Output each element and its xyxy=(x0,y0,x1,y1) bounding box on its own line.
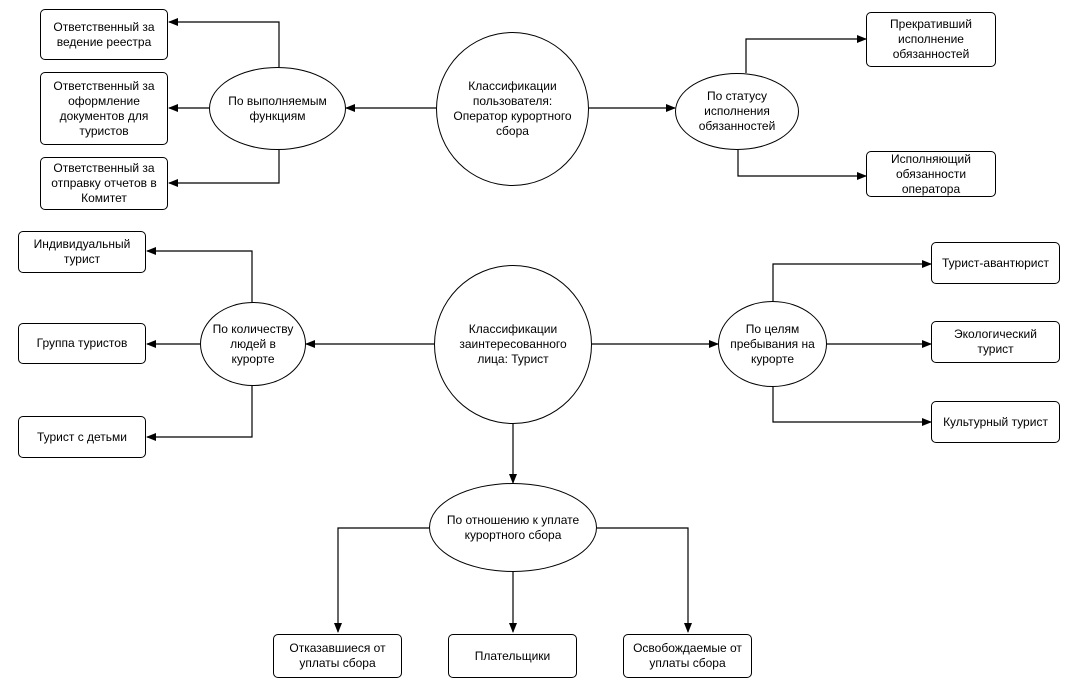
node-payment-item-3-label: Освобождаемые от уплаты сбора xyxy=(633,641,742,670)
node-count-item-1: Индивидуальный турист xyxy=(18,231,146,273)
connector-count-to-item-1 xyxy=(146,247,253,302)
node-status-item-2: Исполняющий обязанности оператора xyxy=(866,151,996,197)
node-purpose-item-1: Турист-авантюрист xyxy=(931,242,1060,284)
node-tourist-center: Классификации заинтересованного лица: Ту… xyxy=(434,265,592,424)
node-count-item-1-label: Индивидуальный турист xyxy=(33,237,131,266)
node-functions-item-1-label: Ответственный за ведение реестра xyxy=(53,19,155,49)
node-by-functions-label: По выполняемым функциям xyxy=(228,93,327,123)
node-by-purpose-label: По целям пребывания на курорте xyxy=(730,321,815,366)
node-status-item-2-label: Исполняющий обязанности оператора xyxy=(891,151,971,196)
node-count-item-3: Турист с детьми xyxy=(18,416,146,458)
node-by-count-label: По количеству людей в курорте xyxy=(212,321,294,366)
node-tourist-center-label: Классификации заинтересованного лица: Ту… xyxy=(459,322,567,366)
node-by-purpose: По целям пребывания на курорте xyxy=(718,301,827,387)
node-operator-center: Классификации пользователя: Оператор кур… xyxy=(436,32,589,186)
node-purpose-item-3: Культурный турист xyxy=(931,401,1060,443)
node-operator-center-label: Классификации пользователя: Оператор кур… xyxy=(453,79,572,138)
node-by-functions: По выполняемым функциям xyxy=(209,67,346,150)
node-payment-item-2-label: Плательщики xyxy=(474,648,551,663)
node-purpose-item-3-label: Культурный турист xyxy=(943,414,1048,429)
node-count-item-2: Группа туристов xyxy=(18,323,146,364)
node-by-status: По статусу исполнения обязанностей xyxy=(675,73,799,150)
node-functions-item-2: Ответственный за оформление документов д… xyxy=(40,72,168,145)
connector-functions-to-item-1 xyxy=(168,18,280,67)
node-functions-item-2-label: Ответственный за оформление документов д… xyxy=(53,78,155,138)
node-purpose-item-2: Экологический турист xyxy=(931,321,1060,363)
node-functions-item-3-label: Ответственный за отправку отчетов в Коми… xyxy=(51,161,157,205)
node-count-item-3-label: Турист с детьми xyxy=(36,429,128,444)
connector-payment-to-item-3 xyxy=(597,527,692,633)
connector-purpose-to-item-1 xyxy=(772,260,932,301)
node-payment-item-1: Отказавшиеся от уплаты сбора xyxy=(273,634,402,678)
node-by-count: По количеству людей в курорте xyxy=(200,302,306,386)
node-functions-item-3: Ответственный за отправку отчетов в Коми… xyxy=(40,157,168,210)
node-purpose-item-1-label: Турист-авантюрист xyxy=(942,255,1049,270)
node-status-item-1: Прекративший исполнение обязанностей xyxy=(866,12,996,67)
node-purpose-item-2-label: Экологический турист xyxy=(954,327,1037,356)
connector-purpose-to-item-3 xyxy=(772,387,932,426)
node-payment-item-2: Плательщики xyxy=(448,634,577,678)
node-by-payment: По отношению к уплате курортного сбора xyxy=(429,483,597,572)
connector-count-to-item-3 xyxy=(146,386,253,441)
node-functions-item-1: Ответственный за ведение реестра xyxy=(40,9,168,60)
connector-payment-to-item-1 xyxy=(334,527,429,633)
node-payment-item-1-label: Отказавшиеся от уплаты сбора xyxy=(289,641,386,670)
node-status-item-1-label: Прекративший исполнение обязанностей xyxy=(890,17,972,61)
connector-functions-to-item-3 xyxy=(168,150,280,187)
connector-status-to-item-2 xyxy=(737,150,867,180)
connector-status-to-item-1 xyxy=(745,35,867,73)
node-payment-item-3: Освобождаемые от уплаты сбора xyxy=(623,634,752,678)
node-count-item-2-label: Группа туристов xyxy=(36,336,128,350)
node-by-payment-label: По отношению к уплате курортного сбора xyxy=(446,512,580,542)
node-by-status-label: По статусу исполнения обязанностей xyxy=(698,89,776,133)
